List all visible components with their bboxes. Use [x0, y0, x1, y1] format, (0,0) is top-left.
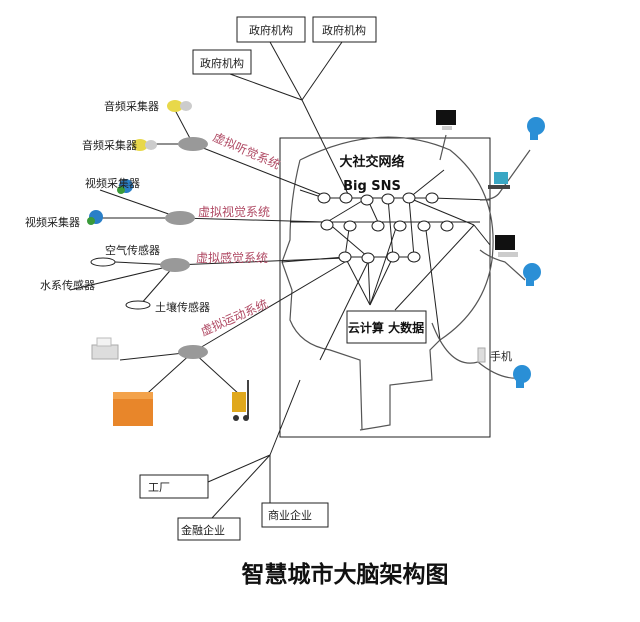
enterprise-links	[207, 379, 301, 519]
user-head-icon	[527, 117, 545, 140]
video-collector-label: 视频采集器	[85, 176, 140, 190]
hub-motion	[178, 345, 208, 359]
air-sensor-label: 空气传感器	[105, 243, 160, 257]
warehouse-box-icon	[113, 392, 153, 426]
monitor-icon	[436, 110, 456, 130]
monitor-icon	[495, 235, 518, 257]
virtual-hearing-label: 虚拟听觉系统	[211, 130, 282, 172]
printer-icon	[91, 337, 119, 360]
svg-text:政府机构: 政府机构	[249, 23, 293, 37]
svg-text:政府机构: 政府机构	[200, 56, 244, 70]
commercial-enterprise-box: 商业企业	[261, 502, 329, 528]
virtual-vision-label: 虚拟视觉系统	[198, 204, 270, 219]
camera-icon	[87, 210, 103, 225]
soil-sensor-node	[125, 300, 151, 310]
network-nodes	[317, 192, 454, 264]
microphone-icon	[167, 100, 192, 112]
gov-box-1: 政府机构	[236, 16, 306, 43]
finance-enterprise-box: 金融企业	[177, 517, 241, 541]
big-sns-en-label: Big SNS	[343, 179, 401, 194]
user-head-icon	[523, 263, 541, 286]
svg-text:云计算 大数据: 云计算 大数据	[348, 320, 424, 335]
camera-icon	[117, 179, 133, 194]
hub-sensing	[160, 258, 190, 272]
laptop-icon	[488, 172, 510, 189]
phone-label: 手机	[490, 349, 512, 363]
factory-box: 工厂	[139, 474, 209, 499]
svg-text:商业企业: 商业企业	[268, 508, 312, 522]
gov-box-2: 政府机构	[312, 16, 377, 43]
gov-box-3: 政府机构	[192, 49, 252, 75]
microphone-icon	[132, 139, 157, 151]
virtual-sensing-label: 虚拟感觉系统	[196, 250, 268, 265]
brain-frame	[279, 137, 491, 438]
svg-text:工厂: 工厂	[148, 481, 170, 494]
audio-collector-label: 音频采集器	[82, 138, 137, 152]
svg-text:金融企业: 金融企业	[181, 523, 225, 537]
video-collector-label: 视频采集器	[25, 215, 80, 229]
water-sensor-label: 水系传感器	[40, 279, 95, 292]
diagram-title: 智慧城市大脑架构图	[242, 561, 449, 588]
head-outline	[281, 136, 494, 431]
forklift-icon	[232, 380, 249, 421]
hub-hearing	[178, 137, 208, 151]
phone-icon	[477, 347, 486, 363]
svg-text:政府机构: 政府机构	[322, 23, 366, 37]
big-sns-cn-label: 大社交网络	[339, 154, 404, 170]
audio-collector-label: 音频采集器	[104, 99, 159, 113]
user-head-icon	[513, 365, 531, 388]
hub-vision	[165, 211, 195, 225]
cloud-bigdata-box: 云计算 大数据	[346, 310, 427, 344]
air-sensor-node	[90, 257, 116, 267]
soil-sensor-label: 土壤传感器	[155, 300, 210, 314]
